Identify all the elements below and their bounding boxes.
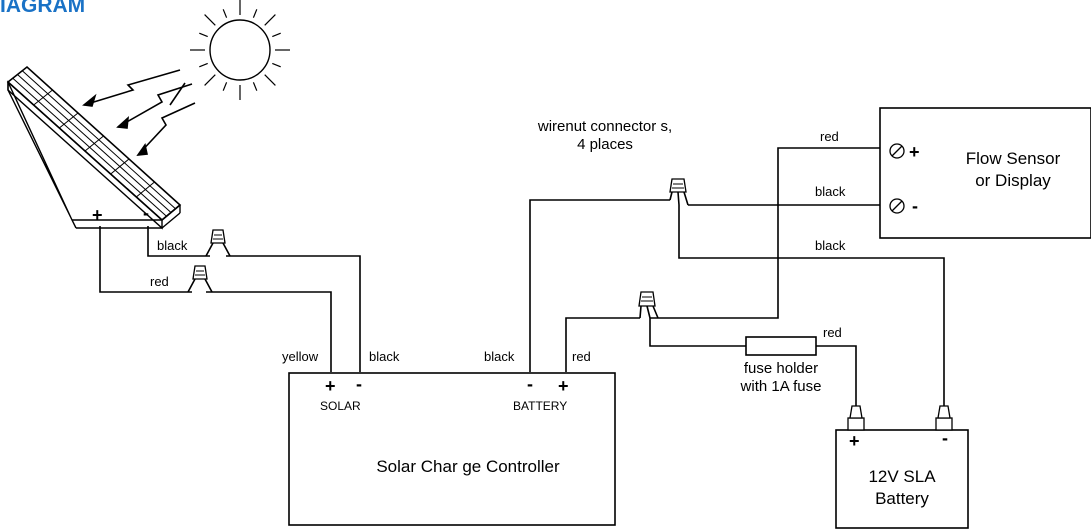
- sun-ray: [222, 82, 228, 91]
- sensor-minus-terminal: -: [912, 196, 918, 216]
- sun-ray: [272, 62, 281, 68]
- wirenut-connector: [669, 178, 689, 206]
- panel-cell-line: [33, 89, 53, 106]
- flow-sensor: [879, 107, 1091, 239]
- wire-label-panel-black: black: [157, 238, 188, 253]
- wires: [99, 147, 945, 410]
- wirenut-connector: [187, 265, 213, 293]
- wire-label-fuse-red: red: [823, 325, 842, 340]
- controller-solar-label: SOLAR: [320, 399, 361, 413]
- controller-solar-minus: -: [356, 374, 362, 394]
- fuse-holder-label-line2: with 1A fuse: [740, 378, 822, 395]
- battery-post-plus: [847, 405, 865, 431]
- battery-post-minus: [935, 405, 953, 431]
- battery-name-line1: 12V SLA: [868, 467, 936, 486]
- wire-label-controller-battery-red: red: [572, 349, 591, 364]
- sun-ray: [252, 9, 258, 18]
- panel-minus-terminal: -: [143, 203, 149, 223]
- wirenut-connector: [638, 291, 659, 319]
- sun-ray: [204, 74, 216, 86]
- wirenut-connector: [205, 229, 231, 257]
- sla-battery: [835, 429, 969, 529]
- sensor-name-line1: Flow Sensor: [966, 149, 1061, 168]
- wire-label-yellow: yellow: [282, 349, 319, 364]
- panel-cell-line: [135, 181, 155, 198]
- battery-plus-terminal: +: [849, 431, 860, 451]
- wire-label-sensor-black: black: [815, 184, 846, 199]
- wire-label-sensor-red: red: [820, 129, 839, 144]
- wire-label-panel-red: red: [150, 274, 169, 289]
- controller-battery-plus: +: [558, 376, 569, 396]
- battery-name-line2: Battery: [875, 489, 929, 508]
- sun-ray: [204, 14, 216, 26]
- wirenut-callout-line1: wirenut connector s,: [537, 118, 672, 135]
- sun-ray: [199, 62, 208, 68]
- panel-cell-line: [84, 135, 104, 152]
- controller-battery-label: BATTERY: [513, 399, 567, 413]
- fuse-holder: [745, 336, 817, 356]
- sun-ray: [222, 9, 228, 18]
- controller-battery-minus: -: [527, 374, 533, 394]
- sun-ray: [264, 14, 276, 26]
- screw-terminal-icon: [889, 198, 905, 214]
- wirenut-callout-line2: 4 places: [577, 136, 633, 153]
- diagram-title: IAGRAM: [0, 0, 85, 17]
- sun-ray: [272, 32, 281, 38]
- screw-terminal-icon: [889, 143, 905, 159]
- panel-plus-terminal: +: [92, 205, 103, 225]
- wire-label-controller-solar-black: black: [369, 349, 400, 364]
- sun-ray: [264, 74, 276, 86]
- wire-label-battery-black: black: [815, 238, 846, 253]
- panel-cell-line: [58, 112, 79, 129]
- controller-name: Solar Char ge Controller: [376, 457, 560, 476]
- sun-ray: [199, 32, 208, 38]
- sunlight-bolts-icon: [82, 69, 196, 156]
- solar-panel: [6, 65, 182, 230]
- sensor-plus-terminal: +: [909, 142, 920, 162]
- fuse-holder-label-line1: fuse holder: [744, 360, 818, 377]
- controller-solar-plus: +: [325, 376, 336, 396]
- charge-controller: [288, 372, 616, 526]
- sun-ray: [252, 82, 258, 91]
- sun-icon: [190, 0, 290, 100]
- sensor-name-line2: or Display: [975, 171, 1051, 190]
- wire-label-controller-battery-black: black: [484, 349, 515, 364]
- battery-minus-terminal: -: [942, 428, 948, 448]
- panel-cell-line: [110, 158, 130, 175]
